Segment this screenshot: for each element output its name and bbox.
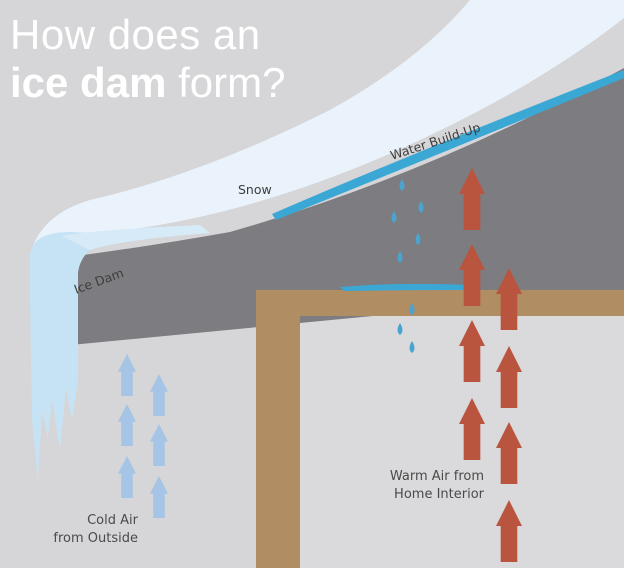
cold-air-line-2: from Outside xyxy=(53,531,138,546)
warm-air-arrows xyxy=(459,168,522,562)
warm-air-arrow xyxy=(459,244,485,306)
interior-room xyxy=(298,315,624,568)
warm-air-arrow xyxy=(459,398,485,460)
water-droplet xyxy=(397,251,403,263)
water-droplet xyxy=(397,323,403,335)
cold-air-arrow xyxy=(150,476,168,518)
water-droplet xyxy=(418,201,424,213)
cold-air-arrow xyxy=(118,354,136,396)
warm-air-line-1: Warm Air from xyxy=(389,469,484,484)
warm-air-arrow xyxy=(496,500,522,562)
water-droplet xyxy=(415,233,421,245)
cold-air-arrow xyxy=(118,404,136,446)
water-droplet xyxy=(409,341,415,353)
ice-dam xyxy=(30,232,118,480)
warm-air-arrow xyxy=(496,346,522,408)
warm-air-arrow xyxy=(496,268,522,330)
cold-air-caption: Cold Air from Outside xyxy=(30,512,138,548)
warm-air-caption: Warm Air from Home Interior xyxy=(360,468,484,504)
cold-air-arrow xyxy=(118,456,136,498)
title-line-2: ice dam form? xyxy=(10,62,285,104)
title-line-1: How does an xyxy=(10,11,261,58)
ice-dam-top xyxy=(62,225,210,250)
warm-air-arrow xyxy=(496,422,522,484)
water-droplet xyxy=(391,211,397,223)
water-droplets xyxy=(391,179,424,353)
water-buildup-roof xyxy=(272,70,624,220)
water-pool xyxy=(340,283,470,291)
cold-air-arrows xyxy=(118,354,168,518)
wall-frame xyxy=(256,290,624,568)
cold-air-arrow xyxy=(150,374,168,416)
water-droplet xyxy=(399,179,405,191)
roof-attic xyxy=(60,68,624,346)
snow-layer xyxy=(30,0,624,290)
title-emphasis: ice dam xyxy=(10,59,167,106)
water-droplet xyxy=(409,303,415,315)
warm-air-arrow xyxy=(459,320,485,382)
cold-air-arrow xyxy=(150,424,168,466)
snow-label: Snow xyxy=(238,182,272,197)
warm-air-arrow xyxy=(459,168,485,230)
warm-air-line-2: Home Interior xyxy=(394,487,484,502)
cold-air-line-1: Cold Air xyxy=(87,513,138,528)
title-rest: form? xyxy=(166,59,286,106)
